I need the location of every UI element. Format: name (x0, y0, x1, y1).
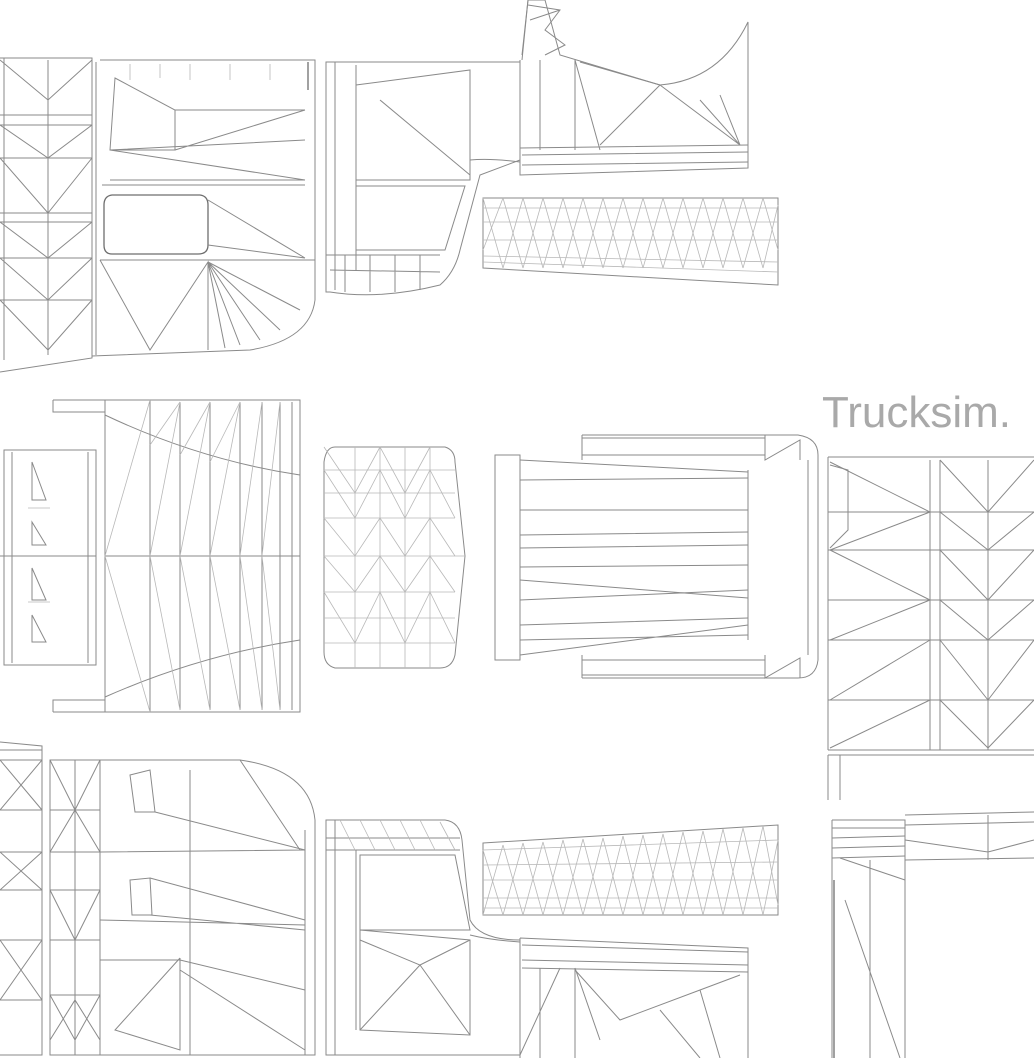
door-top (325, 61, 521, 296)
fender-top (519, 0, 749, 176)
cab-side-top-left (0, 57, 316, 373)
cab-roof (494, 434, 819, 679)
front-panel (0, 449, 97, 666)
fender-bottom (519, 937, 749, 1059)
hood (52, 399, 301, 713)
grille-strip-top (482, 197, 779, 286)
bumper-mesh (323, 446, 466, 669)
rear-panel-right (827, 456, 1034, 800)
panel-bottom-right (831, 811, 1034, 1059)
grille-strip-bottom (482, 824, 779, 916)
door-bottom (325, 819, 521, 1056)
trucksim-watermark: Trucksim. (822, 388, 1012, 437)
cab-side-bottom-left (0, 741, 316, 1056)
